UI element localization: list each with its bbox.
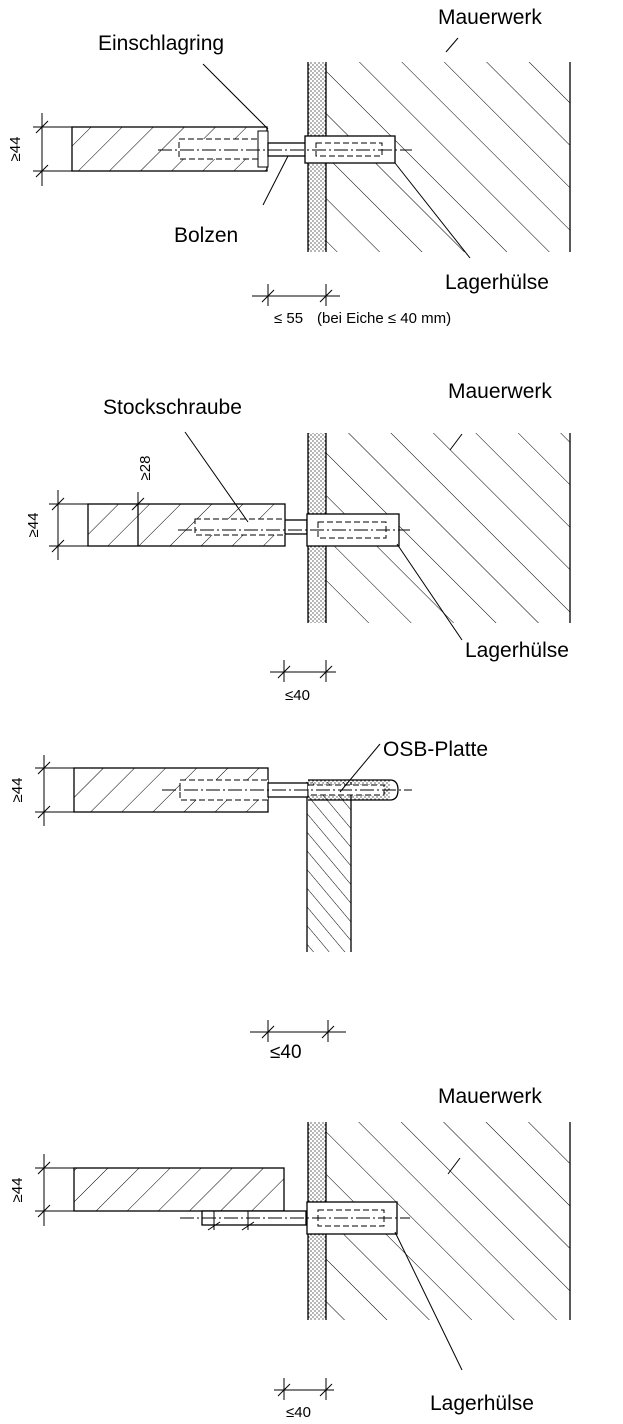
label-stockschraube: Stockschraube (103, 396, 242, 419)
label-einschlagring: Einschlagring (98, 32, 224, 55)
label-mauerwerk: Mauerwerk (448, 380, 552, 403)
label-lagerhuelse: Lagerhülse (445, 271, 549, 294)
dim-gap-note: (bei Eiche ≤ 40 mm) (317, 310, 451, 327)
stair-tread (73, 1167, 285, 1212)
dim-gap-label: ≤40 (285, 687, 310, 704)
detail-2-stockschraube: ≥44 ≥28 ≤40 Stockschraube Mauerwerk Lage… (25, 380, 571, 704)
dim-thickness: ≥44 (25, 490, 88, 560)
leader-wall (445, 37, 459, 53)
dim-gap-label: ≤ 55 (274, 310, 303, 327)
dim-thickness-label: ≥44 (9, 778, 26, 803)
leader-fastener (202, 63, 269, 130)
leader-board (339, 743, 381, 793)
label-lagerhuelse: Lagerhülse (430, 1392, 534, 1415)
label-osb-platte: OSB-Platte (383, 738, 488, 761)
dim-edge-label: ≥28 (137, 456, 154, 481)
dim-gap: ≤ 55 (bei Eiche ≤ 40 mm) (252, 284, 451, 327)
dim-thickness: ≥44 (9, 755, 74, 826)
stock-screw (194, 518, 308, 536)
dim-gap-label: ≤40 (286, 1404, 311, 1421)
leader-sleeve (396, 543, 463, 641)
detail-1-bolzen: ≥44 ≤ 55 (bei Eiche ≤ 40 mm) Einschlagri… (7, 6, 571, 327)
dim-gap-label: ≤40 (270, 1042, 302, 1063)
leader-wall (449, 433, 463, 451)
leader-fastener (184, 431, 249, 523)
dim-thickness: ≥44 (9, 1154, 74, 1226)
dim-gap: ≤40 (274, 1378, 334, 1421)
detail-4-bolt-underside: ≥44 ≤40 Mauerwerk Lagerhülse (9, 1085, 571, 1421)
leader-sleeve (394, 1231, 463, 1371)
dim-thickness-label: ≥44 (7, 137, 24, 162)
label-bolzen: Bolzen (174, 224, 238, 247)
leader-wall (447, 1157, 461, 1175)
screw (179, 779, 309, 801)
bolt (201, 1210, 307, 1231)
label-mauerwerk: Mauerwerk (438, 1085, 542, 1108)
dim-gap: ≤40 (250, 1020, 346, 1063)
leader-bolt (262, 155, 289, 206)
leader-sleeve (394, 162, 471, 259)
label-mauerwerk: Mauerwerk (438, 6, 542, 29)
osb-board (306, 782, 352, 952)
dim-thickness: ≥44 (7, 113, 72, 186)
dim-edge: ≥28 (130, 456, 154, 532)
detail-3-osb: ≥44 ≤40 OSB-Platte (9, 738, 488, 1063)
dim-thickness-label: ≥44 (25, 513, 42, 538)
label-lagerhuelse: Lagerhülse (465, 639, 569, 662)
dim-thickness-label: ≥44 (9, 1178, 26, 1203)
dim-gap: ≤40 (270, 660, 336, 704)
